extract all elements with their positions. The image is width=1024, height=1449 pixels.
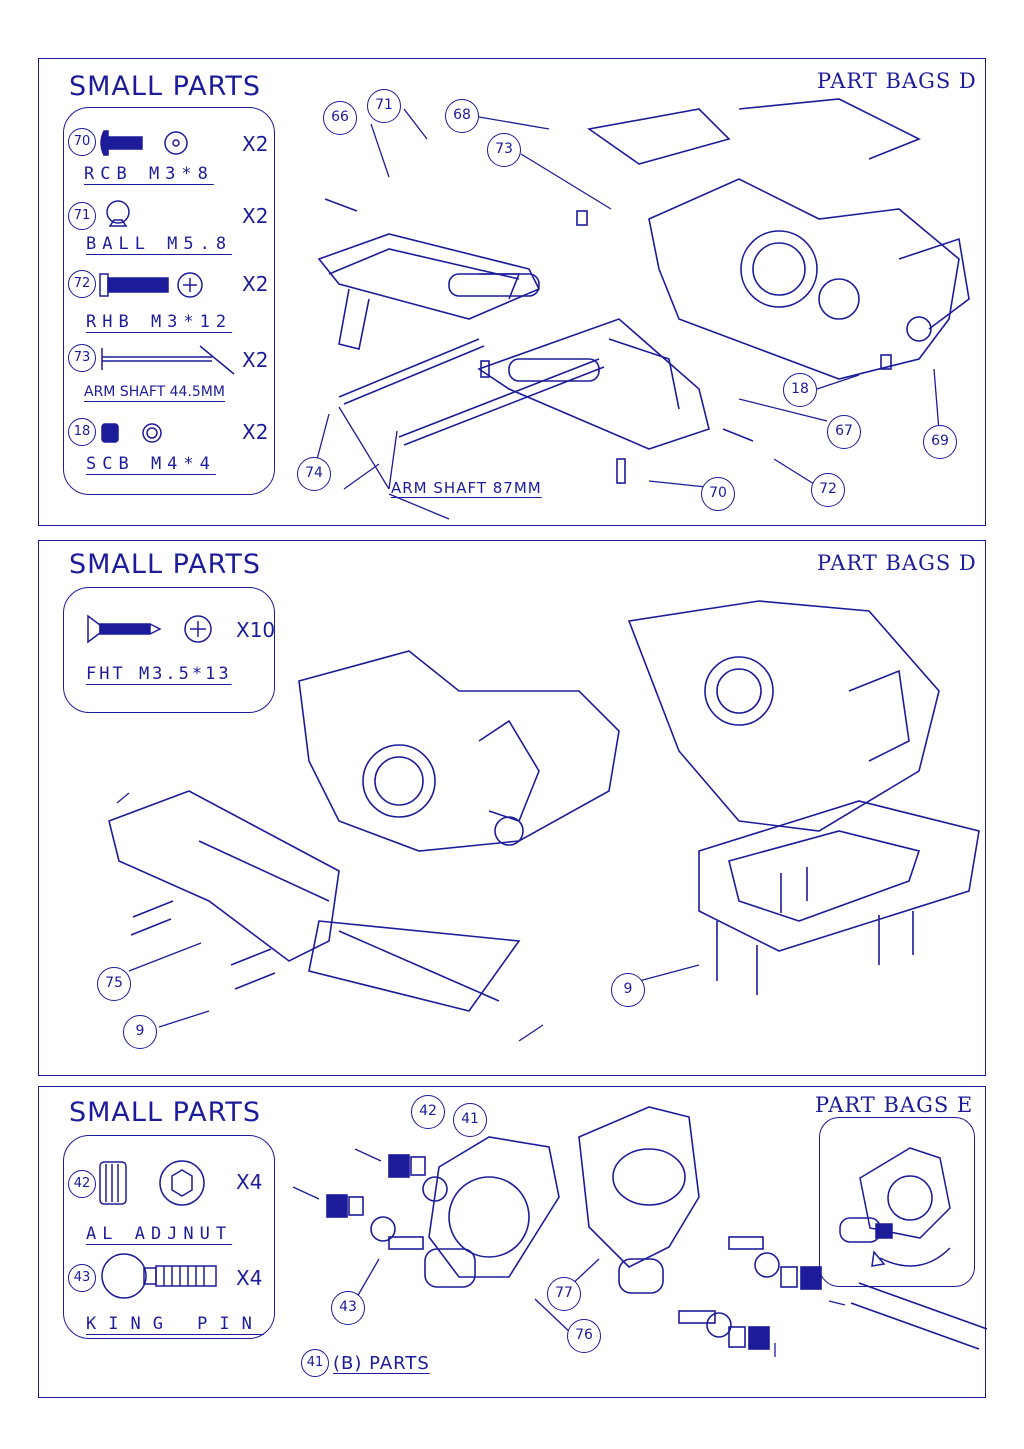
callout-74: 74 bbox=[297, 457, 331, 491]
callout-41: 41 bbox=[453, 1103, 487, 1137]
suspension-arm-middle bbox=[398, 318, 710, 450]
leader-lines-panel3 bbox=[292, 1148, 846, 1357]
small-parts-title: SMALL PARTS bbox=[69, 549, 262, 580]
callout-77: 77 bbox=[547, 1277, 581, 1311]
part-bags-label: PART BAGS D bbox=[817, 69, 977, 93]
callout-9: 9 bbox=[611, 973, 645, 1007]
part-label: SCB M4*4 bbox=[86, 454, 216, 474]
adjnuts-kingpins bbox=[326, 1154, 822, 1350]
gearbox-right bbox=[627, 600, 940, 832]
ball-icon bbox=[106, 200, 130, 227]
part-label: RCB M3*8 bbox=[84, 164, 214, 184]
part-number-badge: 70 bbox=[68, 128, 96, 156]
leader-lines-panel1 bbox=[314, 108, 940, 520]
arm-mount-drawing bbox=[108, 600, 980, 1042]
leader-lines-panel2 bbox=[116, 792, 700, 1042]
quantity: X2 bbox=[242, 348, 269, 372]
b-parts-note: (B) PARTS bbox=[333, 1353, 430, 1374]
arm-shaft-icon bbox=[101, 345, 235, 375]
hub-carrier-right bbox=[578, 1106, 700, 1294]
hub-carrier-left bbox=[424, 1136, 560, 1288]
panel-rear-arm-assembly: SMALL PARTS PART BAGS D 70 X2 RCB M3*8 7… bbox=[38, 58, 986, 526]
part-number-badge: 71 bbox=[68, 202, 96, 230]
part-number-badge: 42 bbox=[68, 1170, 96, 1198]
chassis-plate-right bbox=[698, 800, 980, 952]
quantity: X4 bbox=[236, 1170, 263, 1194]
small-parts-title: SMALL PARTS bbox=[69, 71, 262, 102]
quantity: X2 bbox=[242, 204, 269, 228]
part-number-badge: 72 bbox=[68, 270, 96, 298]
quantity: X4 bbox=[236, 1266, 263, 1290]
round-head-screw-icon bbox=[99, 272, 203, 298]
quantity: X10 bbox=[236, 618, 276, 642]
callout-66: 66 bbox=[323, 101, 357, 135]
adjnut-icon bbox=[99, 1160, 205, 1206]
callout-9: 9 bbox=[123, 1015, 157, 1049]
drive-shaft bbox=[850, 1282, 987, 1350]
set-screw-icon bbox=[101, 423, 162, 443]
callout-18: 18 bbox=[783, 373, 817, 407]
quantity: X2 bbox=[242, 272, 269, 296]
panel-kingpin-assembly: SMALL PARTS PART BAGS E 42 X4 AL ADJNUT … bbox=[38, 1086, 987, 1398]
inset-detail-box bbox=[819, 1117, 975, 1287]
gearbox-housing bbox=[586, 98, 970, 380]
callout-43: 43 bbox=[331, 1291, 365, 1325]
callout-67: 67 bbox=[827, 415, 861, 449]
panel-arm-mount-assembly: SMALL PARTS PART BAGS D X10 FHT M3.5*13 … bbox=[38, 540, 986, 1076]
part-number-badge: 73 bbox=[68, 344, 96, 372]
inset-hub-drawing bbox=[839, 1147, 951, 1267]
part-label: KING PIN bbox=[86, 1314, 264, 1334]
button-head-screw-icon bbox=[100, 130, 188, 156]
part-label: AL ADJNUT bbox=[86, 1224, 233, 1244]
callout-71: 71 bbox=[367, 89, 401, 123]
note-part-number: 41 bbox=[301, 1349, 329, 1377]
part-label: BALL M5.8 bbox=[86, 234, 233, 254]
callout-70: 70 bbox=[701, 477, 735, 511]
callout-69: 69 bbox=[923, 425, 957, 459]
arm-shaft-87-label: ARM SHAFT 87MM bbox=[391, 479, 542, 497]
small-parts-box: 70 X2 RCB M3*8 71 X2 BALL M5.8 72 X2 RHB… bbox=[63, 107, 275, 495]
callout-75: 75 bbox=[97, 967, 131, 1001]
small-parts-box: X10 FHT M3.5*13 bbox=[63, 587, 275, 713]
screws-panel2 bbox=[130, 867, 914, 995]
part-bags-label: PART BAGS E bbox=[815, 1093, 974, 1117]
gearbox-left bbox=[298, 650, 620, 852]
callout-73: 73 bbox=[487, 133, 521, 167]
part-number-badge: 18 bbox=[68, 418, 96, 446]
quantity: X2 bbox=[242, 132, 269, 156]
callout-76: 76 bbox=[567, 1319, 601, 1353]
quantity: X2 bbox=[242, 420, 269, 444]
part-label: RHB M3*12 bbox=[86, 312, 233, 332]
part-bags-label: PART BAGS D bbox=[817, 551, 977, 575]
arm-mount-left bbox=[108, 790, 521, 1012]
small-parts-title: SMALL PARTS bbox=[69, 1097, 262, 1128]
part-label: ARM SHAFT 44.5MM bbox=[84, 384, 225, 400]
callout-68: 68 bbox=[445, 99, 479, 133]
callout-72: 72 bbox=[811, 473, 845, 507]
screws-panel1 bbox=[324, 198, 892, 484]
small-parts-box: 42 X4 AL ADJNUT 43 X4 KING PIN bbox=[63, 1135, 275, 1339]
callout-42: 42 bbox=[411, 1095, 445, 1129]
king-pin-icon bbox=[101, 1253, 217, 1299]
rear-arm-drawing bbox=[314, 98, 970, 520]
suspension-arm-left bbox=[317, 233, 541, 405]
flat-head-screw-icon bbox=[87, 614, 212, 644]
part-number-badge: 43 bbox=[68, 1264, 96, 1292]
part-label: FHT M3.5*13 bbox=[86, 664, 232, 684]
kingpin-drawing bbox=[292, 1106, 987, 1357]
